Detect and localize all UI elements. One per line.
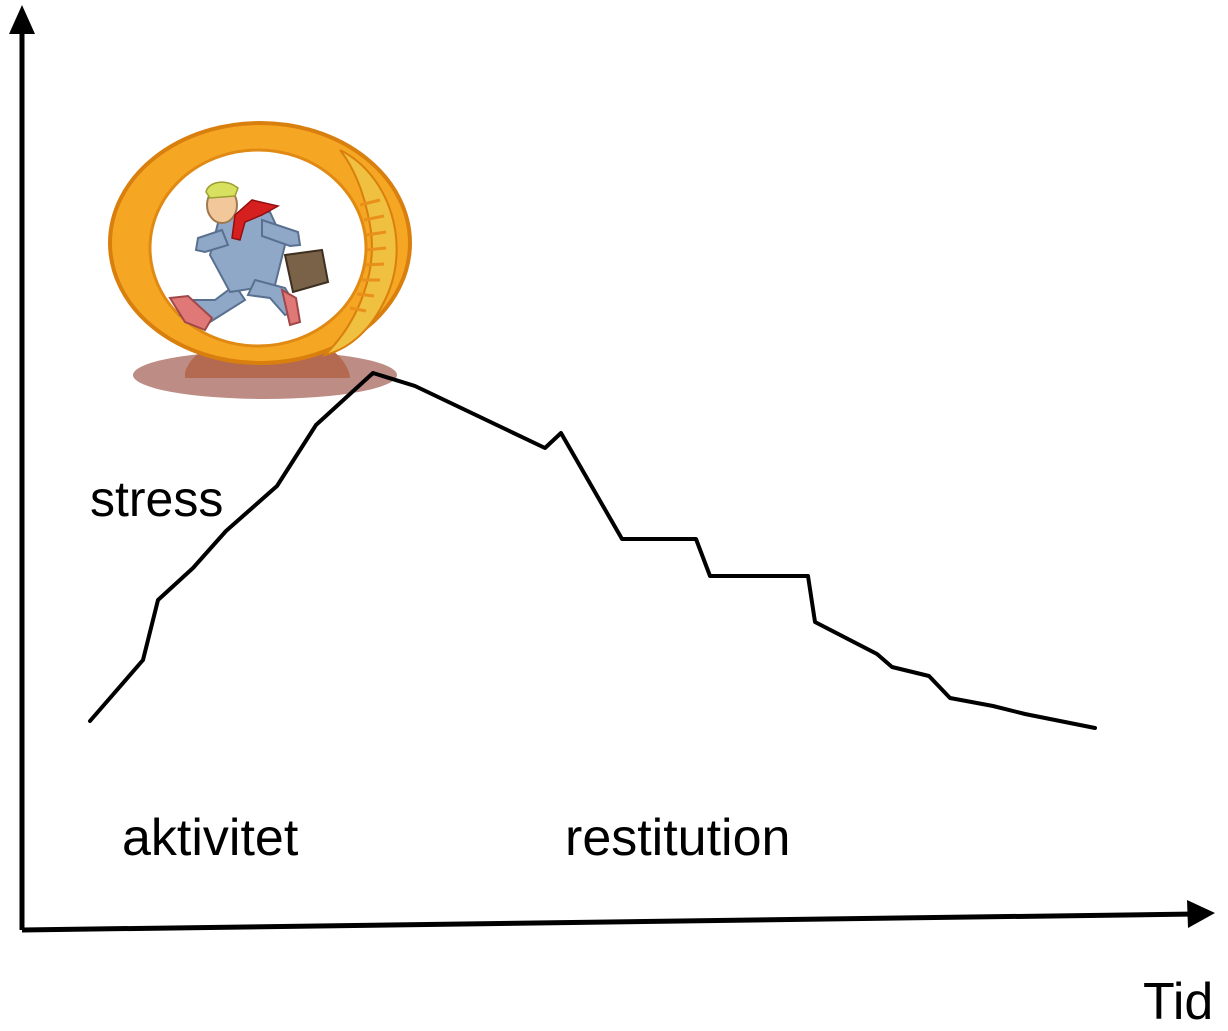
stress-curve	[88, 371, 1097, 730]
y-axis-arrow	[9, 5, 35, 34]
wheel-rungs	[349, 198, 387, 313]
tie-icon	[231, 199, 281, 241]
businessman-figure	[168, 181, 330, 332]
activity-label: aktivitet	[122, 809, 299, 867]
recovery-label: restitution	[565, 809, 791, 867]
stress-label: stress	[90, 471, 224, 527]
x-axis-arrow	[1187, 900, 1215, 928]
y-axis	[9, 5, 35, 930]
x-axis	[21, 900, 1215, 933]
hamster-wheel-illustration	[108, 121, 412, 399]
x-axis-label: Tid	[1143, 973, 1214, 1031]
briefcase-icon	[283, 248, 330, 294]
